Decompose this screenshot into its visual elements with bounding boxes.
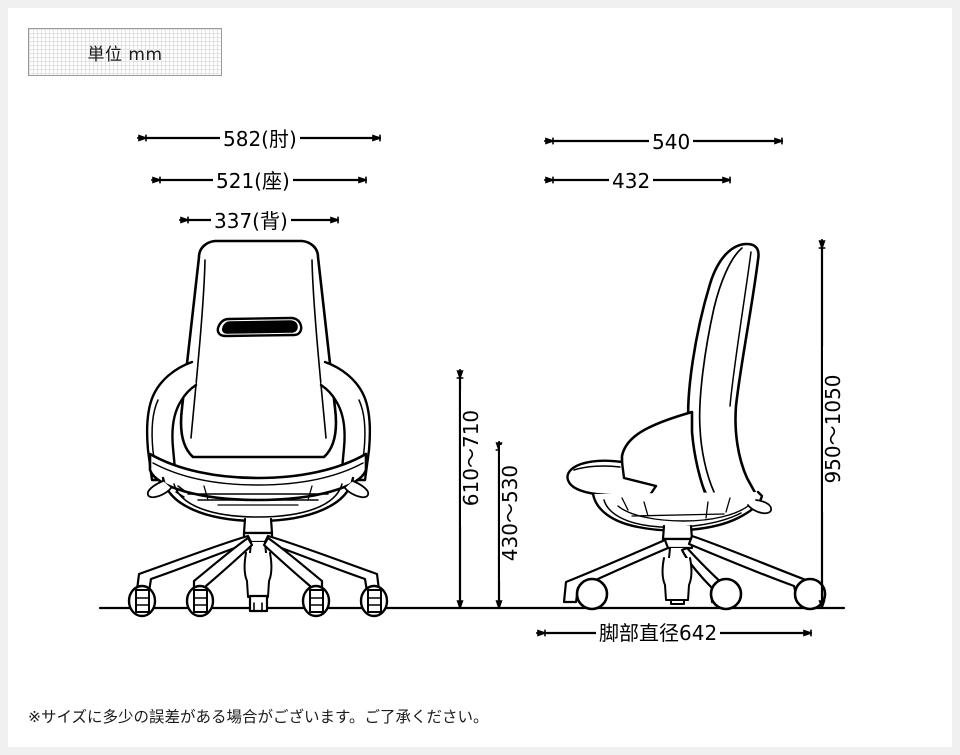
side-view-chair: [562, 242, 827, 611]
dim-label-front-width-seat: 521(座): [213, 171, 293, 191]
drawing-canvas: 単位 mm 582(肘) 521(座) 337(背) 540 432 610〜7…: [8, 8, 952, 747]
dim-label-seat-height-low-range: 430〜530: [498, 445, 522, 581]
dim-label-side-depth-outer: 540: [649, 132, 694, 152]
front-seat: [148, 452, 368, 502]
backrest-handle-slot: [216, 316, 303, 338]
footnote-text: ※サイズに多少の誤差がある場合がございます。ご了承ください。: [28, 708, 489, 726]
unit-badge-label: 単位 mm: [87, 44, 163, 65]
dim-label-front-width-elbow: 582(肘): [220, 129, 300, 149]
front-casters: [127, 584, 389, 618]
side-seat-mechanism: [591, 490, 772, 532]
dim-label-overall-height-range: 950〜1050: [821, 346, 845, 512]
front-seat-mechanism: [146, 476, 370, 523]
dim-label-side-depth-inner: 432: [609, 171, 654, 191]
dim-label-seat-height-range: 610〜710: [459, 390, 483, 526]
side-casters: [575, 577, 827, 611]
dim-label-front-width-back: 337(背): [211, 211, 291, 231]
technical-drawing: [98, 8, 846, 747]
dim-label-base-diameter: 脚部直径642: [596, 623, 721, 643]
front-view-chair: [127, 239, 389, 618]
unit-badge: 単位 mm: [28, 28, 222, 76]
